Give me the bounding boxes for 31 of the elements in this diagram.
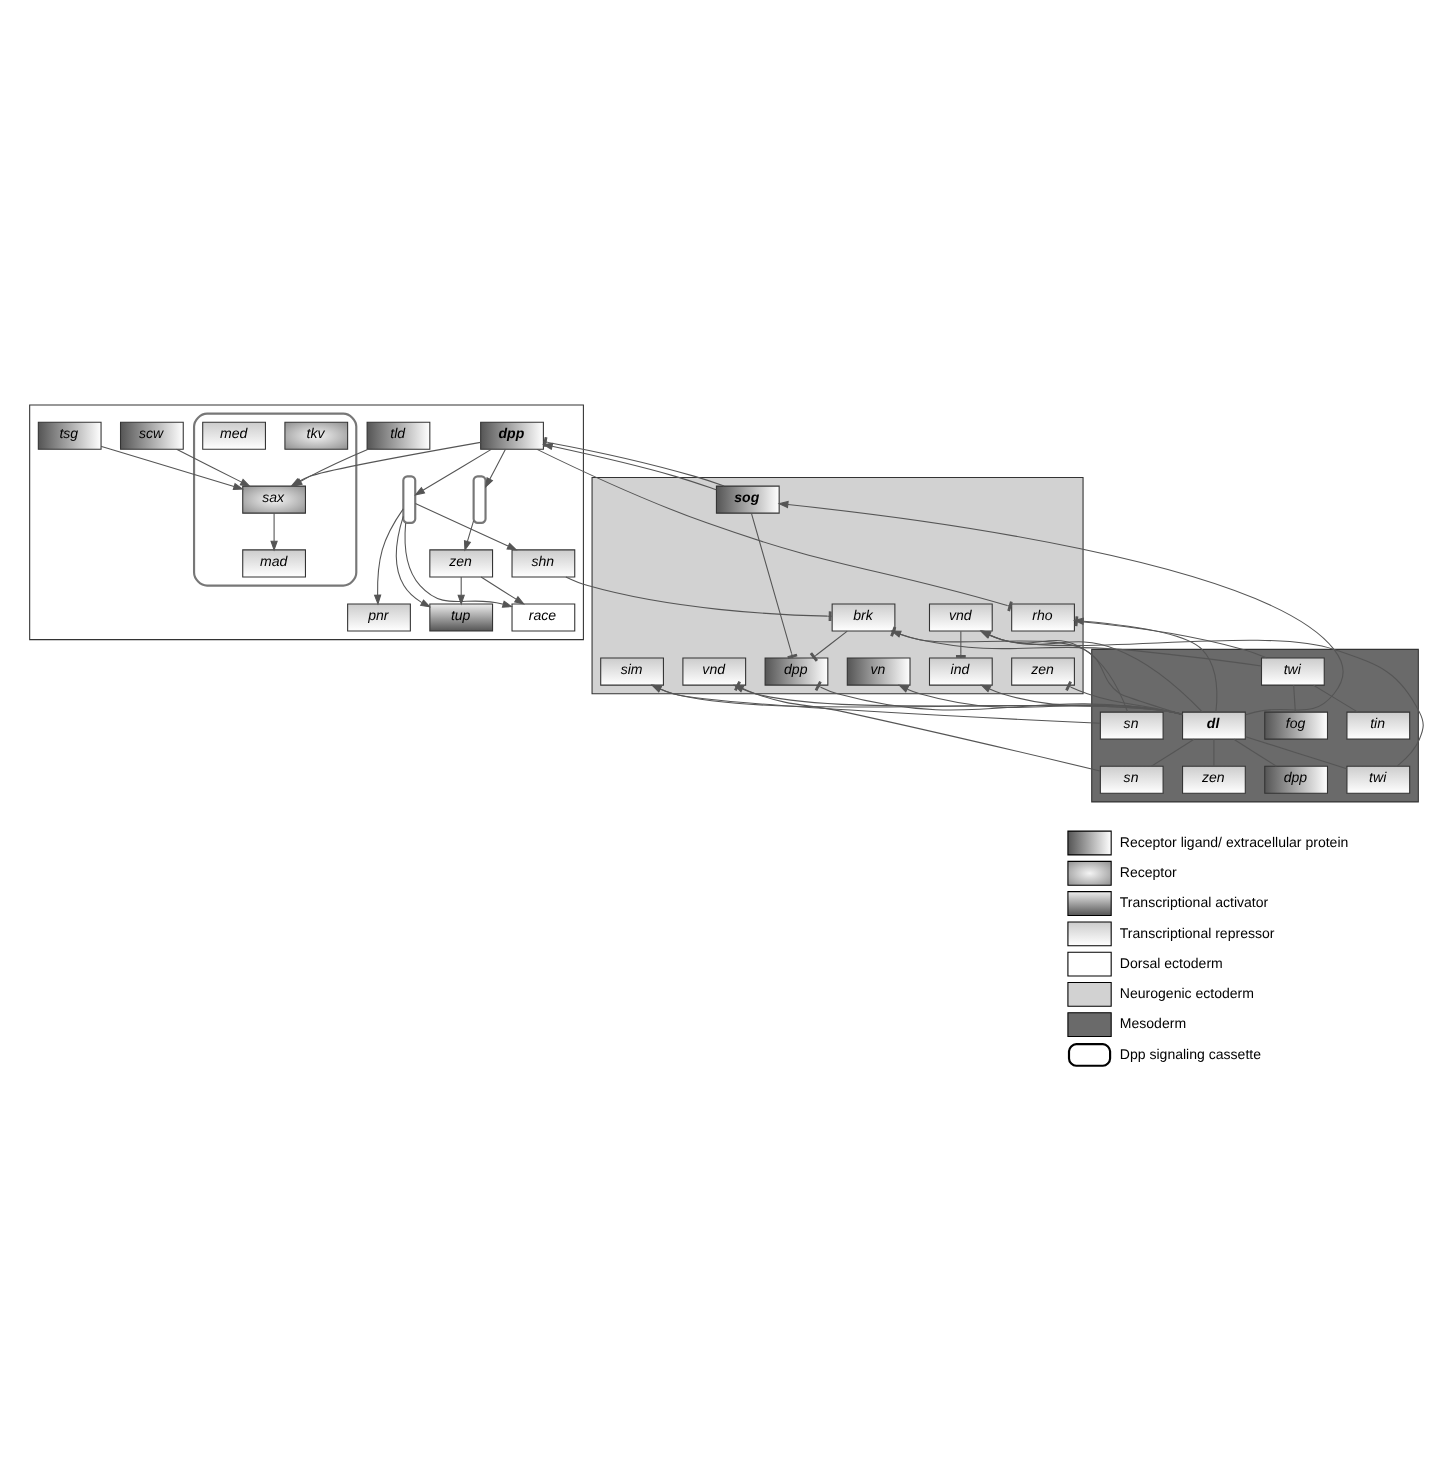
node-brace xyxy=(472,475,487,524)
arrow xyxy=(395,515,432,608)
arrow xyxy=(414,448,492,496)
arrow xyxy=(897,684,1183,715)
arrow xyxy=(270,512,278,552)
connector xyxy=(536,448,1013,612)
arrow xyxy=(100,445,245,490)
arrow xyxy=(777,500,1344,716)
connector xyxy=(809,630,848,662)
arrow xyxy=(463,520,475,552)
connector xyxy=(1150,738,1195,767)
cluster xyxy=(193,412,358,587)
cluster xyxy=(29,404,584,641)
connector xyxy=(1065,681,1183,716)
connector xyxy=(542,436,725,487)
connector xyxy=(750,512,798,659)
arrow xyxy=(414,502,518,551)
arrow xyxy=(484,448,506,489)
connector xyxy=(1313,684,1359,713)
cluster xyxy=(1091,648,1419,803)
arrow xyxy=(373,508,404,606)
arrow xyxy=(541,442,717,491)
arrow xyxy=(457,576,465,606)
connector xyxy=(1245,736,1348,770)
connector xyxy=(814,680,1183,715)
arrow xyxy=(480,576,526,605)
connector xyxy=(1233,738,1277,767)
node-brace xyxy=(402,475,417,524)
arrow xyxy=(404,522,514,608)
arrow xyxy=(980,684,1183,715)
arrow xyxy=(176,448,251,487)
